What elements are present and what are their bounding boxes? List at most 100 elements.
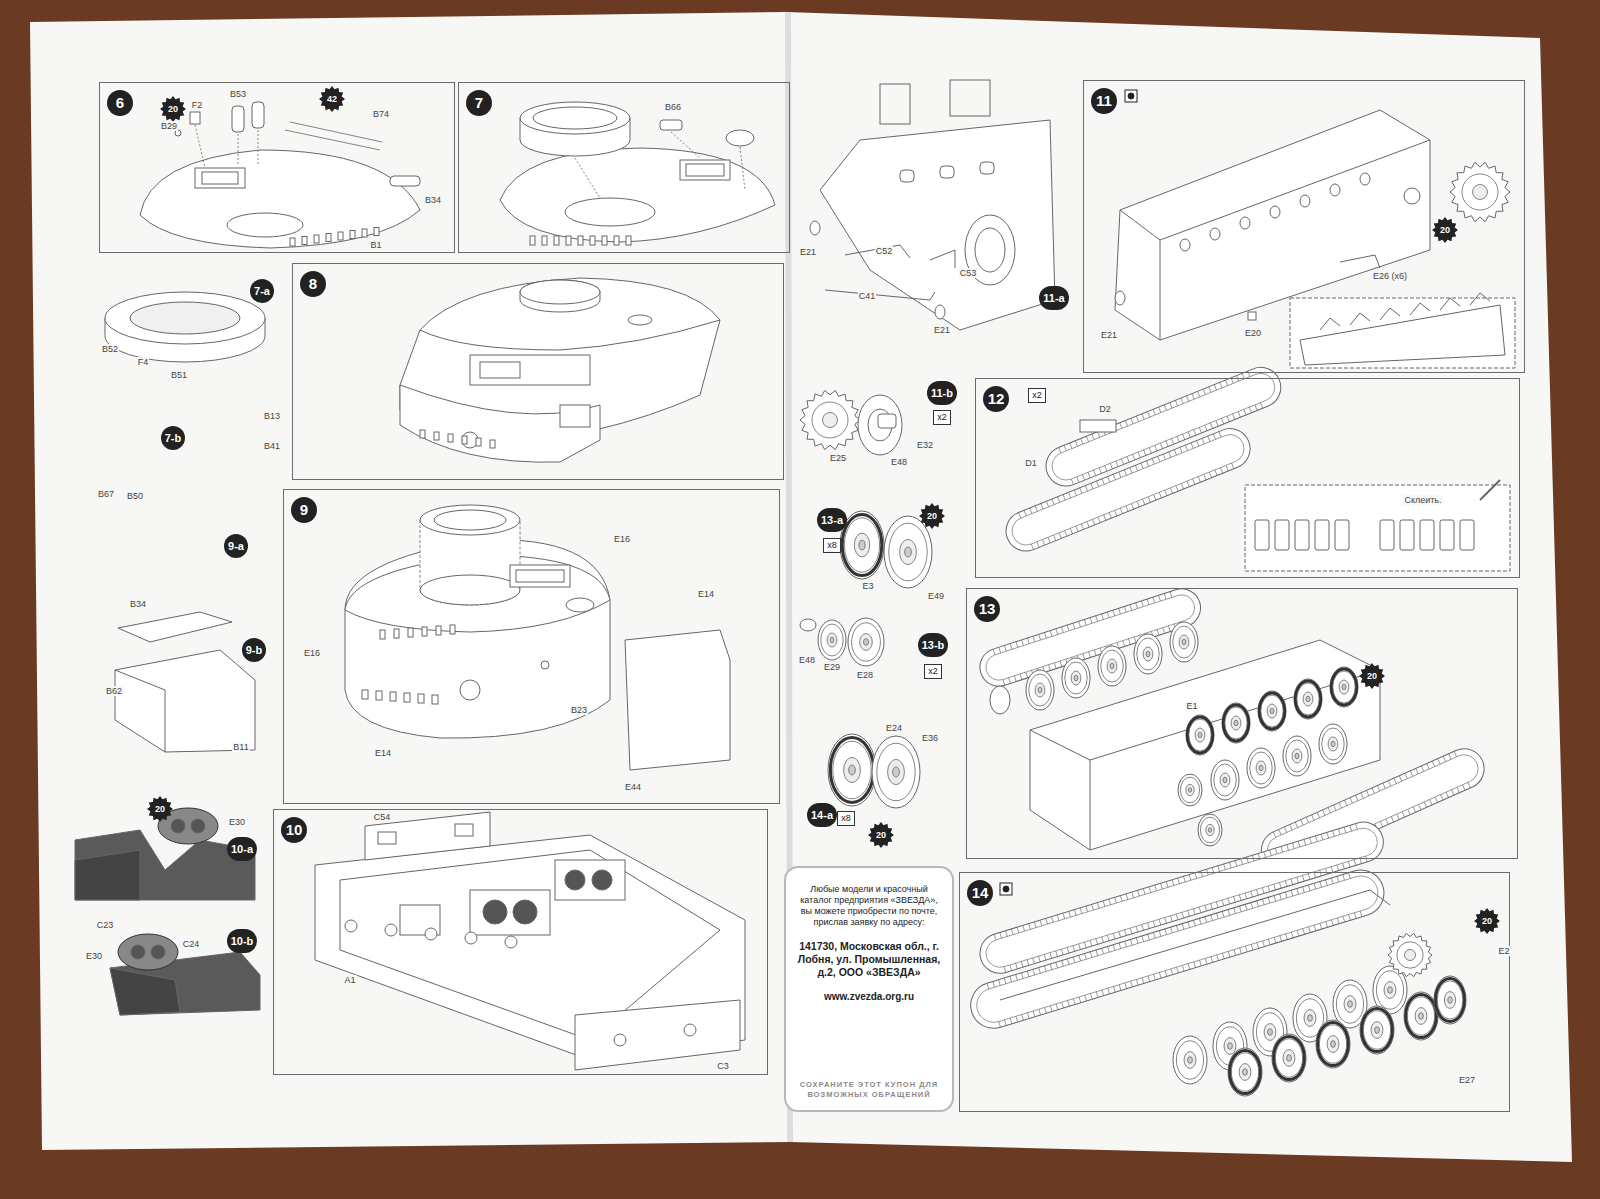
part-outline	[845, 245, 910, 258]
track-link-run	[1040, 361, 1287, 492]
part-outline	[118, 934, 178, 970]
part-outline	[505, 936, 517, 948]
part-outline	[432, 695, 438, 704]
part-outline	[1240, 217, 1250, 229]
part-outline	[1195, 728, 1205, 742]
part-outline	[1101, 650, 1123, 682]
part-outline	[1110, 663, 1114, 669]
part-number: Склеить.	[1403, 495, 1442, 505]
substep-number: 13-b	[922, 639, 945, 651]
step-panel: 7	[458, 82, 790, 253]
coupon-text: Любые модели и красочный каталог предпри…	[794, 884, 944, 928]
part-outline	[1272, 1034, 1306, 1082]
part-outline	[1315, 520, 1329, 550]
part-outline	[75, 850, 140, 900]
part-outline	[151, 945, 165, 959]
part-outline	[510, 565, 570, 587]
part-outline	[614, 236, 619, 245]
part-outline	[859, 540, 865, 550]
track-link-run	[975, 817, 1388, 978]
part-outline	[326, 234, 331, 242]
step-number: 10	[281, 817, 307, 843]
paint-badge: 20	[919, 503, 945, 529]
part-outline	[378, 832, 396, 844]
part-outline	[614, 1034, 626, 1046]
part-outline	[450, 625, 455, 634]
part-number: B50	[126, 491, 144, 501]
part-outline	[1198, 732, 1202, 738]
part-outline	[1344, 996, 1356, 1013]
part-outline	[476, 438, 481, 446]
part-outline	[1026, 670, 1054, 710]
part-outline	[404, 693, 410, 702]
substep-marker: 9-a	[224, 534, 248, 558]
part-outline	[1180, 239, 1190, 251]
part-outline	[1120, 140, 1430, 240]
coupon-text: www.zvezda.org.ru	[824, 991, 914, 1003]
part-outline	[420, 278, 720, 350]
part-number: B53	[229, 89, 247, 99]
part-outline	[980, 162, 994, 174]
part-outline	[592, 870, 612, 890]
part-outline	[565, 870, 585, 890]
paint-number: 20	[1440, 225, 1450, 235]
part-number: F4	[137, 357, 150, 367]
part-outline	[1003, 886, 1009, 892]
leader-line	[258, 130, 259, 166]
quantity: x2	[937, 412, 947, 423]
part-outline	[1380, 308, 1400, 320]
part-outline	[1406, 994, 1437, 1037]
part-number: F2	[191, 100, 204, 110]
part-outline	[810, 221, 820, 235]
part-outline	[1234, 720, 1238, 726]
part-outline	[115, 650, 255, 752]
part-outline	[1137, 638, 1159, 670]
part-outline	[362, 690, 368, 699]
substep-number: 7-a	[254, 285, 270, 297]
part-outline	[374, 228, 379, 236]
part-outline	[1258, 691, 1286, 731]
part-number: E24	[885, 723, 903, 733]
part-number: C52	[875, 246, 894, 256]
part-outline	[1270, 708, 1274, 714]
substep-marker: 10-a	[227, 837, 257, 861]
part-outline	[1062, 658, 1090, 698]
coupon-text: СОХРАНИТЕ ЭТОТ КУПОН ДЛЯ ВОЗМОЖНЫХ ОБРАЩ…	[794, 1080, 944, 1100]
part-outline	[1000, 883, 1012, 895]
part-outline	[660, 120, 682, 130]
part-outline	[345, 920, 357, 932]
part-number: E30	[228, 817, 246, 827]
part-outline	[1080, 420, 1116, 432]
part-outline	[852, 623, 881, 661]
part-outline	[820, 120, 1055, 330]
substep-marker: 11-a	[1039, 286, 1068, 310]
paint-badge: 20	[868, 822, 894, 848]
part-outline	[470, 355, 590, 385]
part-number: B62	[105, 686, 123, 696]
part-number: E16	[613, 534, 631, 544]
leader-line	[195, 125, 205, 168]
part-outline	[1259, 765, 1263, 771]
part-outline	[1290, 298, 1515, 368]
part-number: E14	[374, 748, 392, 758]
leader-line	[290, 122, 382, 142]
substep-number: 10-a	[231, 843, 253, 855]
substep-number: 9-a	[228, 540, 244, 552]
part-outline	[893, 767, 900, 777]
part-outline	[1380, 520, 1394, 550]
part-outline	[1330, 184, 1340, 196]
part-outline	[541, 661, 549, 669]
part-number: E26 (x6)	[1372, 271, 1408, 281]
part-outline	[1261, 695, 1283, 727]
part-outline	[1405, 950, 1416, 961]
step-number: 6	[107, 90, 133, 116]
substep-number: 13-a	[821, 514, 843, 526]
part-outline	[140, 150, 420, 248]
part-outline	[1444, 992, 1455, 1009]
part-outline	[1176, 1041, 1203, 1079]
substep-number: 9-b	[246, 644, 263, 656]
part-outline	[830, 738, 873, 803]
step-panel: 10	[273, 809, 768, 1075]
part-outline	[448, 434, 453, 442]
part-outline	[1448, 997, 1452, 1004]
